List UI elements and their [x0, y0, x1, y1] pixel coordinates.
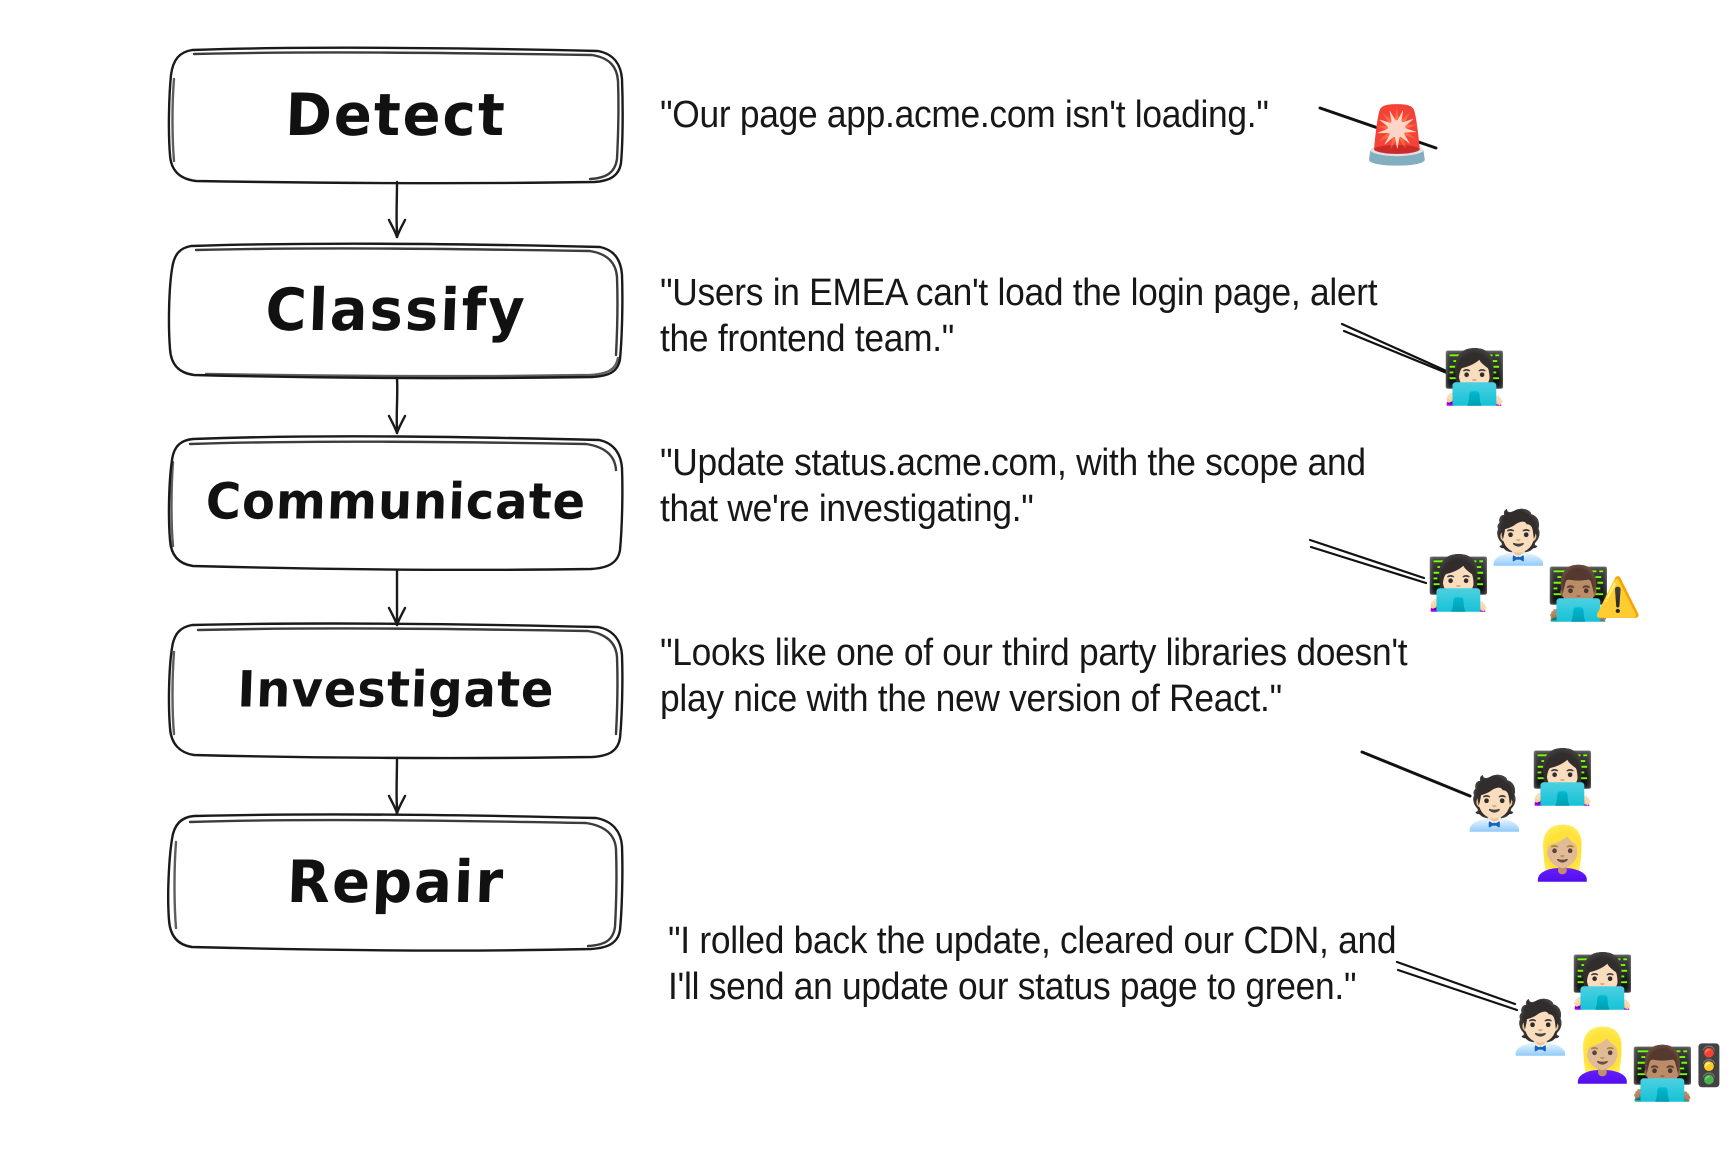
quote-investigate: "Looks like one of our third party libra… — [660, 632, 1408, 721]
flow-step-classify[interactable]: Classify — [166, 240, 626, 380]
office-worker-icon: 🧑🏻‍💼 — [1508, 998, 1573, 1058]
flow-step-repair[interactable]: Repair — [166, 812, 626, 952]
flow-column: Detect Classify — [0, 0, 660, 1152]
flow-step-label: Investigate — [236, 660, 556, 720]
office-worker-icon: 🧑🏻‍💼 — [1462, 774, 1527, 834]
flow-step-label: Classify — [264, 276, 528, 344]
quote-detect: "Our page app.acme.com isn't loading." — [660, 94, 1269, 136]
flow-step-label: Detect — [284, 81, 508, 149]
rotating-light-icon: 🚨 — [1362, 103, 1432, 168]
quote-repair: "I rolled back the update, cleared our C… — [668, 920, 1397, 1009]
man-technologist-icon: 👨🏽‍💻 — [1546, 564, 1611, 624]
woman-technologist-icon: 👩🏻‍💻 — [1426, 554, 1491, 614]
man-technologist-icon: 👨🏽‍💻 — [1630, 1044, 1695, 1104]
woman-technologist-icon: 👩🏻‍💻 — [1530, 748, 1595, 808]
flow-arrow-investigate-to-repair — [380, 756, 414, 820]
warning-sign-icon: ⚠️ — [1594, 575, 1642, 619]
flow-step-detect[interactable]: Detect — [166, 45, 626, 185]
flow-step-label: Repair — [285, 848, 507, 916]
flow-arrow-classify-to-communicate — [380, 376, 414, 440]
blonde-woman-technologist-icon: 👱🏼‍♀️ — [1570, 1026, 1635, 1086]
flow-step-investigate[interactable]: Investigate — [166, 620, 626, 760]
flow-step-label: Communicate — [204, 472, 588, 532]
quote-classify: "Users in EMEA can't load the login page… — [660, 272, 1378, 361]
office-worker-icon: 🧑🏻‍💼 — [1486, 508, 1551, 568]
traffic-light-icon: 🚦 — [1684, 1043, 1734, 1089]
quote-communicate: "Update status.acme.com, with the scope … — [660, 442, 1366, 531]
flow-step-communicate[interactable]: Communicate — [166, 432, 626, 572]
woman-technologist-icon: 👩🏻‍💻 — [1442, 348, 1507, 408]
pointer-line-communicate — [1308, 538, 1433, 588]
pointer-line-repair — [1395, 960, 1525, 1015]
blonde-woman-technologist-icon: 👱🏼‍♀️ — [1530, 824, 1595, 884]
woman-technologist-icon: 👩🏻‍💻 — [1570, 952, 1635, 1012]
flow-arrow-detect-to-classify — [380, 180, 414, 244]
